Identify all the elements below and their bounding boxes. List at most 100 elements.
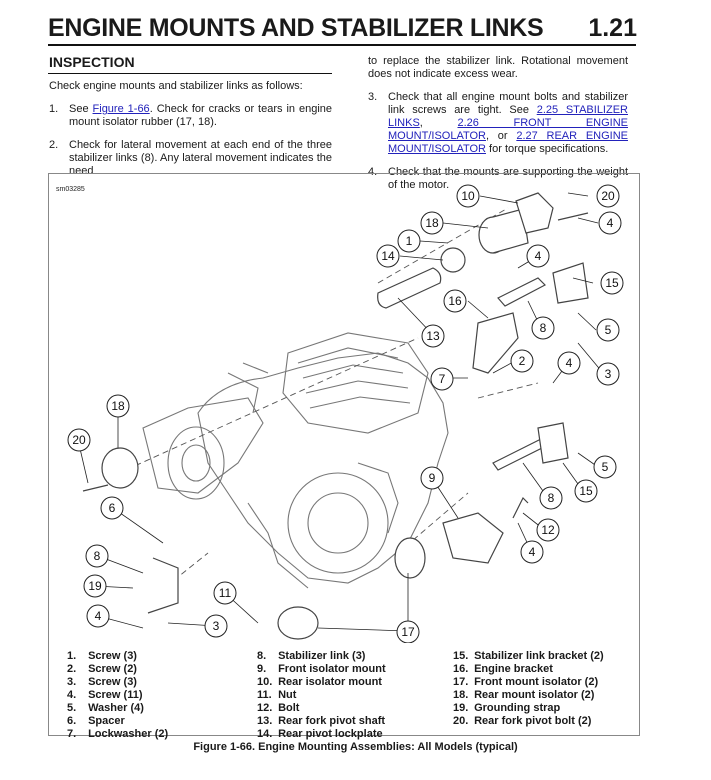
svg-text:2: 2 (519, 354, 526, 368)
legend-item: 17. Front mount isolator (2) (453, 676, 599, 688)
svg-text:10: 10 (461, 189, 475, 203)
svg-text:5: 5 (602, 460, 609, 474)
callout: 3 (204, 614, 228, 638)
svg-text:18: 18 (425, 216, 439, 230)
svg-text:16: 16 (448, 294, 462, 308)
engine-drawing (142, 332, 449, 589)
figure-frame (48, 173, 640, 736)
left-column: Check engine mounts and stabilizer links… (49, 80, 332, 178)
legend-item: 18. Rear mount isolator (2) (453, 689, 595, 701)
svg-text:14: 14 (381, 249, 395, 263)
svg-text:5: 5 (605, 323, 612, 337)
svg-text:4: 4 (529, 545, 536, 559)
legend-item: 13. Rear fork pivot shaft (257, 715, 386, 727)
callout: 11 (213, 581, 237, 605)
svg-text:8: 8 (540, 321, 547, 335)
legend-item: 9. Front isolator mount (257, 663, 386, 675)
svg-text:20: 20 (72, 433, 86, 447)
step-1: 1. See Figure 1-66. Check for cracks or … (49, 103, 332, 129)
svg-text:11: 11 (219, 586, 232, 600)
callout: 4 (557, 351, 581, 375)
callout-labels: 10 20 18 4 1 14 4 15 16 8 5 13 2 7 3 4 1… (67, 184, 624, 643)
svg-text:4: 4 (535, 249, 542, 263)
step-number: 3. (368, 91, 378, 103)
callout: 5 (596, 318, 620, 342)
callout: 5 (593, 455, 617, 479)
figure-caption: Figure 1-66. Engine Mounting Assemblies:… (193, 741, 518, 753)
callout: 20 (596, 184, 620, 208)
right-column: to replace the stabilizer link. Rotation… (368, 55, 628, 192)
engine-mount-illustration: 10 20 18 4 1 14 4 15 16 8 5 13 2 7 3 4 1… (67, 184, 624, 643)
step-3: 3. Check that all engine mount bolts and… (368, 91, 628, 156)
callout: 8 (539, 486, 563, 510)
svg-text:19: 19 (88, 579, 102, 593)
svg-text:17: 17 (401, 625, 415, 639)
svg-text:6: 6 (109, 501, 116, 515)
step-text: Check that all engine mount bolts and st… (388, 91, 628, 155)
header-rule (48, 44, 636, 46)
page-title: ENGINE MOUNTS AND STABILIZER LINKS (48, 14, 544, 42)
parts (82, 192, 589, 640)
step-number: 1. (49, 103, 59, 115)
legend-item: 20. Rear fork pivot bolt (2) (453, 715, 592, 727)
step-text: Check for lateral movement at each end o… (69, 139, 332, 177)
svg-text:13: 13 (426, 329, 440, 343)
link-stabilizer-links[interactable]: 2.25 STABILIZER LINKS (388, 104, 628, 129)
figure-id: sm03285 (56, 186, 85, 193)
legend-item: 2. Screw (2) (67, 663, 137, 675)
callout: 4 (526, 244, 550, 268)
legend-item: 15. Stabilizer link bracket (2) (453, 650, 604, 662)
callout: 4 (520, 540, 544, 564)
callout: 8 (85, 544, 109, 568)
callout: 18 (106, 394, 130, 418)
svg-text:7: 7 (439, 372, 446, 386)
page-number: 1.21 (588, 14, 637, 42)
svg-text:18: 18 (111, 399, 125, 413)
legend-item: 10. Rear isolator mount (257, 676, 382, 688)
callout: 7 (430, 367, 454, 391)
callout: 10 (456, 184, 480, 208)
section-rule (48, 73, 332, 74)
callout: 15 (574, 479, 598, 503)
figure-link[interactable]: Figure 1-66 (92, 103, 150, 115)
callout: 9 (420, 466, 444, 490)
section-heading: INSPECTION (49, 54, 135, 70)
link-rear-engine-mount[interactable]: 2.27 REAR ENGINE MOUNT/ISOLATOR (388, 130, 628, 155)
legend-item: 3. Screw (3) (67, 676, 137, 688)
intro-text: Check engine mounts and stabilizer links… (49, 80, 303, 92)
svg-text:4: 4 (95, 609, 102, 623)
legend-item: 6. Spacer (67, 715, 125, 727)
legend-item: 12. Bolt (257, 702, 300, 714)
svg-text:9: 9 (429, 471, 436, 485)
svg-text:3: 3 (605, 367, 612, 381)
legend-item: 16. Engine bracket (453, 663, 553, 675)
step-number: 2. (49, 139, 59, 151)
callout: 12 (536, 518, 560, 542)
link-front-engine-mount[interactable]: 2.26 FRONT ENGINE MOUNT/ISOLATOR (388, 117, 628, 142)
callout: 4 (86, 604, 110, 628)
svg-text:3: 3 (213, 619, 220, 633)
callout: 3 (596, 362, 620, 386)
svg-text:1: 1 (406, 234, 413, 248)
step-text: Check that the mounts are supporting the… (388, 166, 628, 191)
svg-text:8: 8 (548, 491, 555, 505)
svg-text:15: 15 (579, 484, 593, 498)
callout: 2 (510, 349, 534, 373)
svg-text:4: 4 (566, 356, 573, 370)
legend-item: 8. Stabilizer link (3) (257, 650, 366, 662)
legend-item: 5. Washer (4) (67, 702, 144, 714)
callout: 17 (396, 620, 420, 643)
callout: 16 (443, 289, 467, 313)
callout: 19 (83, 574, 107, 598)
callout: 6 (100, 496, 124, 520)
step-number: 4. (368, 166, 378, 178)
step-text: See Figure 1-66. Check for cracks or tea… (69, 103, 332, 128)
svg-text:15: 15 (605, 276, 619, 290)
svg-text:20: 20 (601, 189, 615, 203)
callout: 20 (67, 428, 91, 452)
callout: 15 (600, 271, 624, 295)
legend-item: 14. Rear pivot lockplate (257, 728, 383, 740)
legend-item: 19. Grounding strap (453, 702, 561, 714)
callout: 14 (376, 244, 400, 268)
callout: 4 (598, 211, 622, 235)
